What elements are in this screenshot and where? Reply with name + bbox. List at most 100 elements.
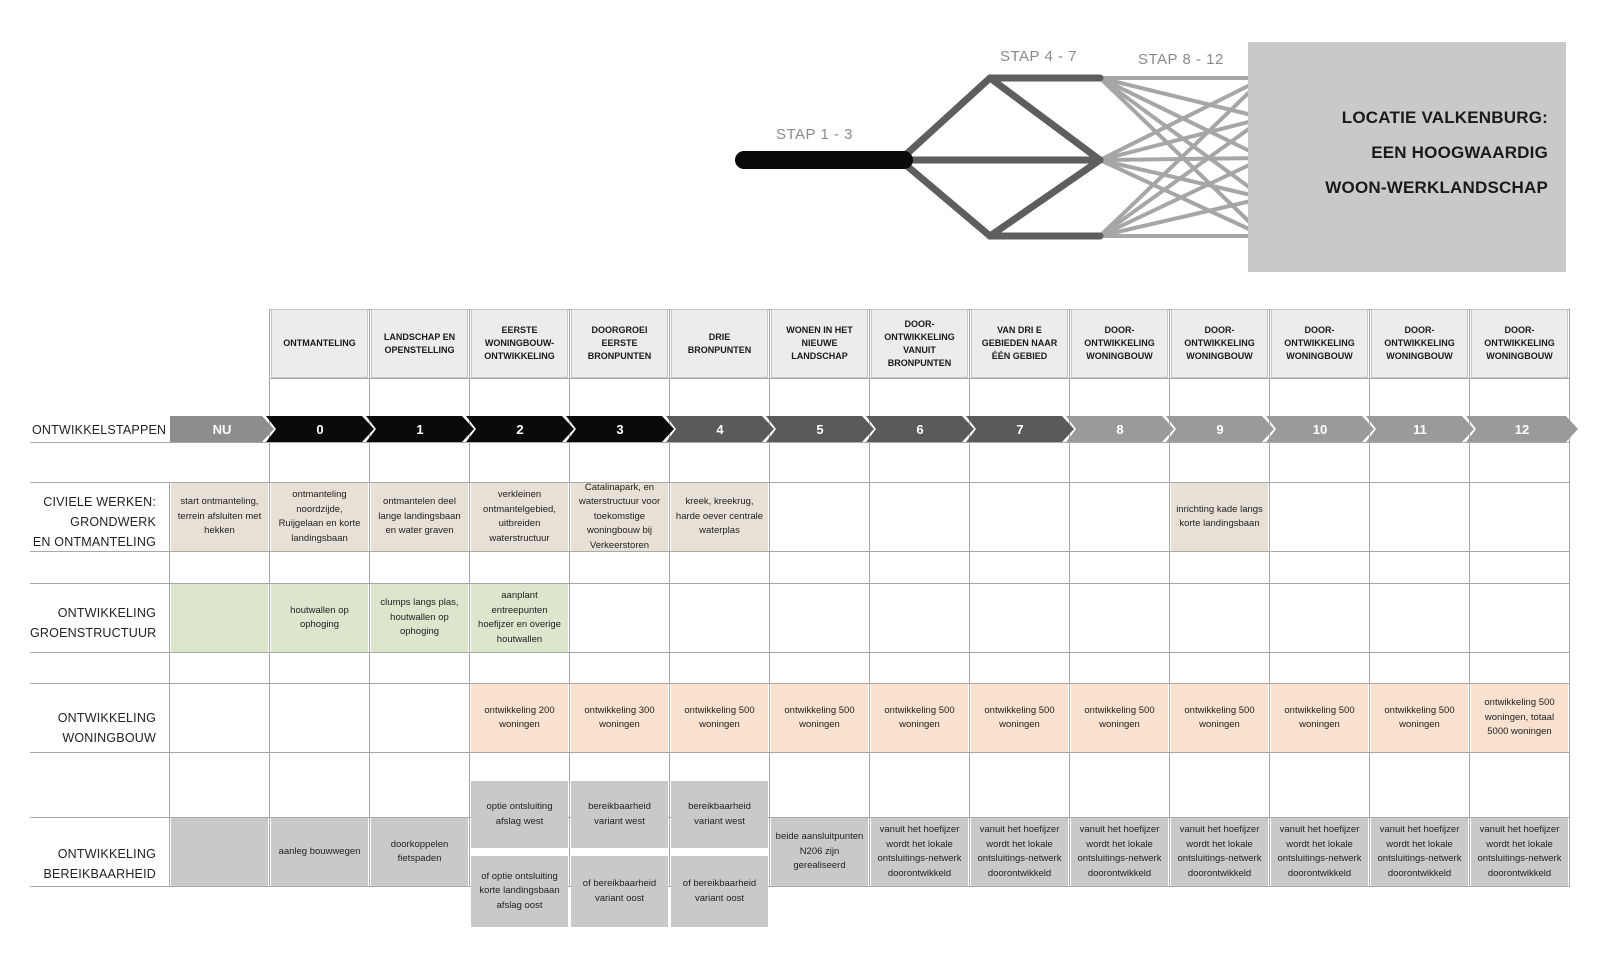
civil-cell: Catalinapark, en waterstructuur voor toe… [571,483,668,551]
access-cell: vanuit het hoefijzer wordt het lokale on… [871,818,968,886]
branching-arrows [735,68,1282,246]
grid-column-line [669,309,670,886]
green-cell: clumps langs plas, houtwallen op ophogin… [371,584,468,652]
phase-header-cell: DOOR-ONTWIKKELING WONINGBOUW [1371,309,1468,378]
grid-row-line [30,551,1570,552]
stage-label-8-12: STAP 8 - 12 [1138,51,1224,68]
phase-title: DOOR-ONTWIKKELING VANUIT BRONPUNTEN [884,318,955,368]
phase-title: VAN DRI E GEBIEDEN NAAR ÉÉN GEBIED [981,325,1058,361]
grid-row-line [30,482,1570,483]
housing-cell: ontwikkeling 500 woningen [1071,684,1168,752]
phase-header-cell: ONTMANTELING [271,309,368,378]
row-label-access-line: ONTWIKKELING [57,847,156,861]
step-arrow-5: 5 [766,416,874,442]
grid-row-line [30,583,1570,584]
grid-row-line [30,652,1570,653]
access-west-cell: optie ontsluiting afslag west [471,781,568,848]
phase-header-cell: DOOR-ONTWIKKELING WONINGBOUW [1471,309,1568,378]
phase-title: DOOR-ONTWIKKELING WONINGBOUW [1384,325,1455,361]
step-arrow-6: 6 [866,416,974,442]
access-west-cell: bereikbaarheid variant west [671,781,768,848]
stage-label-4-7: STAP 4 - 7 [1000,48,1077,65]
row-label-civil: CIVIELE WERKEN: GRONDWERK EN ONTMANTELIN… [30,492,156,552]
housing-cell: ontwikkeling 200 woningen [471,684,568,752]
housing-cell: ontwikkeling 500 woningen [1371,684,1468,752]
phase-header-cell: DOOR-ONTWIKKELING WONINGBOUW [1071,309,1168,378]
row-label-green: ONTWIKKELING GROENSTRUCTUUR [30,603,156,643]
grid-column-line [1469,309,1470,886]
step-arrow-12: 12 [1466,416,1578,442]
step-label: 2 [516,421,524,437]
grid-row-line [270,378,1570,379]
green-cell: aanplant entreepunten hoefijzer en overi… [471,584,568,652]
housing-cell: ontwikkeling 500 woningen, totaal 5000 w… [1471,684,1568,752]
step-arrow-NU: NU [170,416,274,442]
phase-header-cell: DOORGROEI EERSTE BRONPUNTEN [571,309,668,378]
phase-header-cell: VAN DRI E GEBIEDEN NAAR ÉÉN GEBIED [971,309,1068,378]
civil-cell: ontmantelen deel lange landingsbaan en w… [371,483,468,551]
grid-column-line [1269,309,1270,886]
step-label: 7 [1016,421,1024,437]
step-label: 12 [1514,421,1530,437]
stage-8-12-paths [1098,76,1266,238]
step-label: 4 [716,421,724,437]
access-west-cell: bereikbaarheid variant west [571,781,668,848]
access-east-cell: of bereikbaarheid variant oost [571,856,668,927]
step-label: 5 [816,421,824,437]
row-label-steps: ONTWIKKELSTAPPEN [32,423,167,437]
row-label-access-line: BEREIKBAARHEID [43,867,156,881]
step-arrow-3: 3 [566,416,674,442]
housing-cell: ontwikkeling 500 woningen [871,684,968,752]
row-label-housing-line: WONINGBOUW [62,731,156,745]
step-arrow-7: 7 [966,416,1074,442]
access-cell: vanuit het hoefijzer wordt het lokale on… [1071,818,1168,886]
step-label: 9 [1216,421,1224,437]
access-east-cell: of bereikbaarheid variant oost [671,856,768,927]
phase-header-cell: DOOR-ONTWIKKELING WONINGBOUW [1271,309,1368,378]
access-cell: vanuit het hoefijzer wordt het lokale on… [971,818,1068,886]
civil-cell: kreek, kreekrug, harde oever centrale wa… [671,483,768,551]
phase-header-cell: DRIE BRONPUNTEN [671,309,768,378]
destination-line-3: WOON-WERKLANDSCHAP [1325,178,1548,197]
housing-cell: ontwikkeling 500 woningen [671,684,768,752]
step-label: 6 [916,421,924,437]
grid-column-line [369,309,370,886]
phase-title: ONTMANTELING [283,338,356,348]
grid-row-line [30,886,1570,887]
row-label-green-line: GROENSTRUCTUUR [30,626,157,640]
grid-column-line [1569,309,1570,886]
phase-title: DOOR-ONTWIKKELING WONINGBOUW [1484,325,1555,361]
grid-column-line [469,309,470,886]
phase-title: DOORGROEI EERSTE BRONPUNTEN [587,325,652,361]
grid-column-line [169,482,170,886]
phase-header-cell: DOOR-ONTWIKKELING VANUIT BRONPUNTEN [871,309,968,378]
row-label-housing: ONTWIKKELING WONINGBOUW [30,708,156,748]
row-label-green-line: ONTWIKKELING [57,606,156,620]
phase-title: WONEN IN HET NIEUWE LANDSCHAP [786,325,853,361]
phase-title: DOOR-ONTWIKKELING WONINGBOUW [1084,325,1155,361]
grid-row-line [30,817,1570,818]
step-arrow-0: 0 [266,416,374,442]
green-cell: houtwallen op ophoging [271,584,368,652]
step-arrow-4: 4 [666,416,774,442]
step-arrow-11: 11 [1366,416,1474,442]
access-cell: vanuit het hoefijzer wordt het lokale on… [1271,818,1368,886]
step-arrow-2: 2 [466,416,574,442]
access-cell: beide aansluitpunten N206 zijn gerealise… [771,818,868,886]
grid-column-line [1169,309,1170,886]
step-label: 0 [316,421,324,437]
stage-label-1-3: STAP 1 - 3 [776,126,853,143]
access-cell: vanuit het hoefijzer wordt het lokale on… [1171,818,1268,886]
civil-cell: ontmanteling noordzijde, Ruijgelaan en k… [271,483,368,551]
step-label: 1 [416,421,424,437]
grid-column-line [1069,309,1070,886]
grid-column-line [1369,309,1370,886]
step-arrow-10: 10 [1266,416,1374,442]
step-arrow-9: 9 [1166,416,1274,442]
civil-cell: start ontmanteling, terrein afsluiten me… [171,483,268,551]
development-path-diagram: STAP 1 - 3 STAP 4 - 7 STAP 8 - 12 LOCATI… [0,0,1600,290]
row-label-civil-line: GRONDWERK [70,515,156,529]
step-label: 10 [1312,421,1328,437]
housing-cell: ontwikkeling 500 woningen [771,684,868,752]
